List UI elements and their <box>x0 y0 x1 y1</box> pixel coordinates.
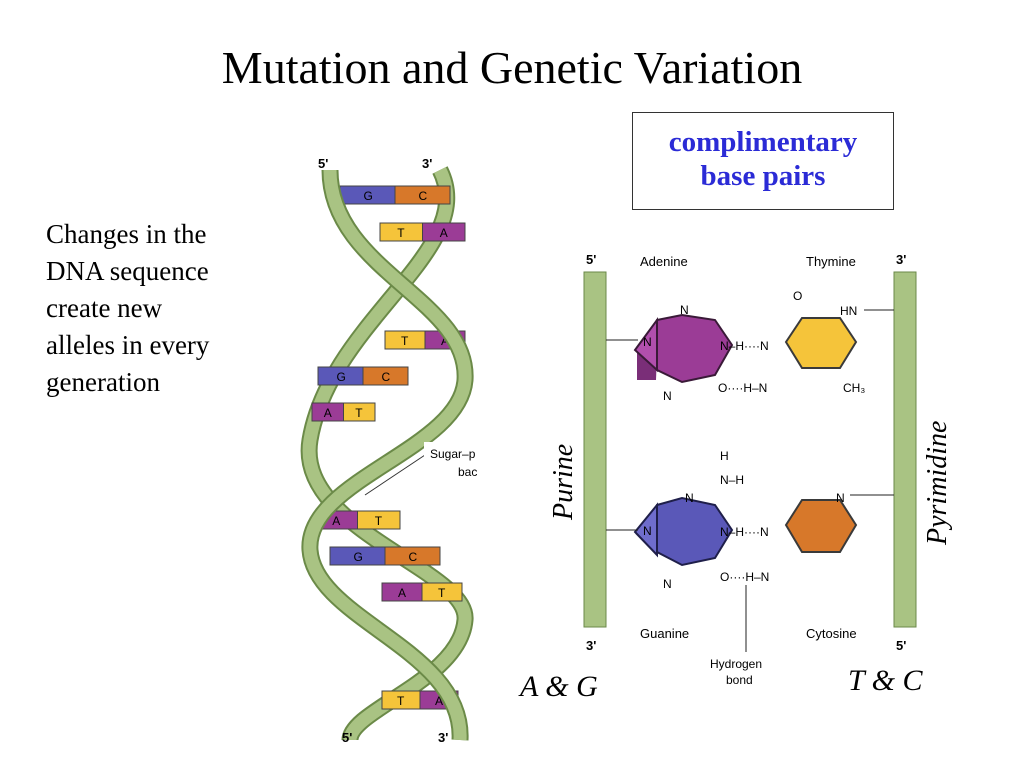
base-letter-left: A <box>324 406 332 420</box>
backbone-pointer-line <box>364 454 426 496</box>
base-letter-right: T <box>355 406 363 420</box>
base-right <box>343 402 376 422</box>
backbone-label-1: Sugar–p <box>430 447 476 461</box>
atom-label: N–H····N <box>720 339 769 353</box>
atom-label: N <box>680 303 689 317</box>
body-line: create new <box>46 293 163 323</box>
atom-label: O <box>793 289 802 303</box>
thymine-label: Thymine <box>806 254 856 269</box>
base-letter-right: C <box>419 189 428 203</box>
purine-bases-label: A & G <box>518 670 598 703</box>
callout-line-1: complimentary <box>668 126 858 158</box>
base-letter-right: C <box>382 370 391 384</box>
atom-label: N–H····N <box>720 525 769 539</box>
base-letter-right: A <box>440 226 448 240</box>
callout-line-2: base pairs <box>700 160 826 192</box>
backbone-label-bg <box>424 442 490 482</box>
right-backbone-bar <box>893 271 917 628</box>
helix-top-left-label: 5' <box>318 156 328 171</box>
atom-label: N <box>663 389 672 403</box>
thymine-molecule: O HN CH₃ <box>784 289 865 395</box>
atom-label: N <box>685 491 694 505</box>
helix-bottom-right-label: 3' <box>438 730 448 745</box>
helix-top-right-label: 3' <box>422 156 432 171</box>
base-right <box>421 582 463 602</box>
left-backbone-bar <box>583 271 607 628</box>
backbone-label-2: bac <box>458 465 477 479</box>
base-letter-right: T <box>438 586 446 600</box>
base-letter-right: A <box>435 694 443 708</box>
left-top-strand-label: 5' <box>586 252 596 267</box>
cytosine-label: Cytosine <box>806 626 857 641</box>
atom-label: H <box>720 449 729 463</box>
atom-label: N <box>643 524 652 538</box>
adenine-molecule: N N N N–H····N O····H–N <box>633 303 769 403</box>
base-right <box>384 546 441 566</box>
hydrogen-bond-label-1: Hydrogen <box>710 657 762 671</box>
hydrogen-bond-label-2: bond <box>726 673 753 687</box>
atom-label: N <box>836 491 845 505</box>
helix-bottom-left-label: 5' <box>342 730 352 745</box>
pyrimidine-label: Pyrimidine <box>922 421 953 546</box>
base-right <box>422 222 466 242</box>
body-line: generation <box>46 367 160 397</box>
base-letter-left: T <box>397 694 405 708</box>
page-title: Mutation and Genetic Variation <box>221 42 803 93</box>
body-line: DNA sequence <box>46 256 209 286</box>
atom-label: O····H–N <box>718 381 767 395</box>
atom-label: HN <box>840 304 857 318</box>
callout-box: complimentary base pairs <box>632 112 894 210</box>
adenine-label: Adenine <box>640 254 688 269</box>
body-line: Changes in the <box>46 219 207 249</box>
base-right <box>357 510 401 530</box>
base-pair-diagram: 5' 3' 3' 5' Adenine Thymine Guanine Cyto… <box>518 252 953 703</box>
right-top-strand-label: 3' <box>896 252 906 267</box>
base-letter-left: A <box>332 514 340 528</box>
base-letter-left: T <box>401 334 409 348</box>
left-bottom-strand-label: 3' <box>586 638 596 653</box>
base-letter-right: C <box>409 550 418 564</box>
base-letter-left: A <box>398 586 406 600</box>
base-letter-left: G <box>354 550 363 564</box>
body-line: alleles in every <box>46 330 210 360</box>
right-bottom-strand-label: 5' <box>896 638 906 653</box>
base-right <box>394 185 451 205</box>
atom-label: N–H <box>720 473 744 487</box>
cytosine-molecule: N <box>784 491 858 553</box>
atom-label: N <box>643 335 652 349</box>
base-letter-right: T <box>375 514 383 528</box>
base-letter-left: G <box>364 189 373 203</box>
base-letter-right: A <box>441 334 449 348</box>
atom-label: O····H–N <box>720 570 769 584</box>
guanine-label: Guanine <box>640 626 689 641</box>
atom-label: CH₃ <box>843 381 865 395</box>
guanine-molecule: H N–H N N N–H····N O····H–N N <box>633 449 769 591</box>
body-text: Changes in the DNA sequence create new a… <box>46 216 286 401</box>
purine-label: Purine <box>548 444 579 521</box>
atom-label: N <box>663 577 672 591</box>
base-letter-left: G <box>337 370 346 384</box>
base-letter-left: T <box>397 226 405 240</box>
pyrimidine-bases-label: T & C <box>848 664 923 697</box>
base-right <box>362 366 409 386</box>
